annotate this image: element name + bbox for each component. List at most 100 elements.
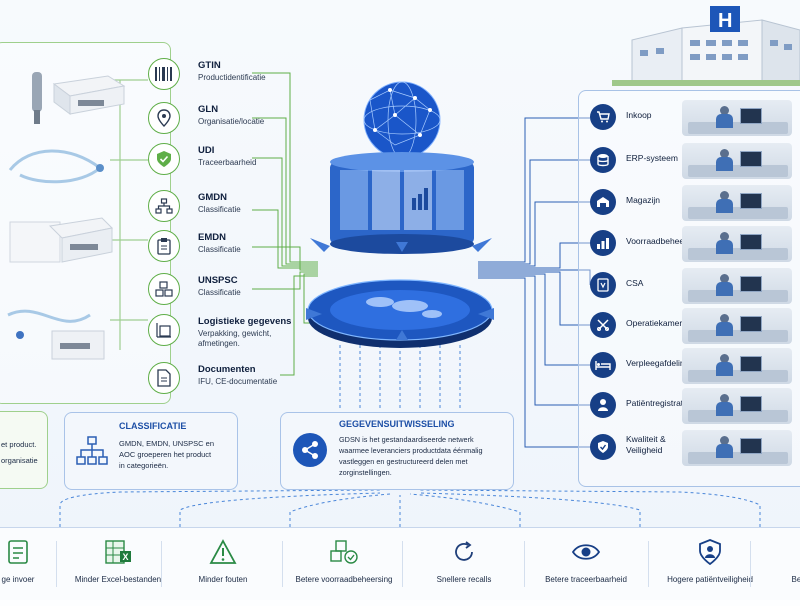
department-monitor	[740, 438, 762, 454]
classificatie-text-3: in categorieën.	[119, 461, 169, 470]
bar-chart-icon	[590, 230, 616, 256]
staff-figure-body	[716, 362, 733, 376]
standard-title: GLN	[198, 104, 219, 115]
benefit-label: Betrouwbar	[791, 575, 800, 584]
product-iv-set	[0, 295, 115, 365]
department-voorraadbeheer: Voorraadbeheer	[590, 226, 800, 264]
excel-icon: X	[103, 537, 133, 567]
benefit-label: Betere voorraadbeheersing	[295, 575, 393, 584]
department-label: Operatiekamer	[626, 318, 683, 328]
benefit-separator	[282, 541, 283, 587]
standard-title: EMDN	[198, 232, 226, 243]
staff-figure-head	[720, 149, 729, 158]
department-inkoop: Inkoop	[590, 100, 800, 138]
department-desk	[688, 248, 788, 260]
department-desk	[688, 330, 788, 342]
standard-subtitle: Classificatie	[198, 245, 241, 254]
benefit-separator	[750, 541, 751, 587]
department-desk	[688, 207, 788, 219]
product-tube	[0, 140, 110, 190]
department-label-2: Veiligheid	[626, 445, 663, 455]
staff-figure-body	[716, 157, 733, 171]
benefit-label: Hogere patiëntveiligheid	[667, 575, 753, 584]
department-label: ERP-systeem	[626, 153, 678, 163]
department-pati-ntregistratie: Patiëntregistratie	[590, 388, 800, 426]
benefit-separator	[402, 541, 403, 587]
department-monitor	[740, 396, 762, 412]
benefit-item: Betere traceerbaarheid	[526, 527, 646, 605]
department-label: CSA	[626, 278, 644, 288]
staff-figure-head	[720, 191, 729, 200]
standard-emdn: EMDN Classificatie	[148, 230, 298, 264]
department-monitor	[740, 276, 762, 292]
database-icon	[590, 147, 616, 173]
benefit-label: Minder fouten	[198, 575, 248, 584]
department-label: Inkoop	[626, 110, 652, 120]
share-icon	[293, 433, 327, 467]
department-erp-systeem: ERP-systeem	[590, 143, 800, 181]
warehouse-icon	[590, 189, 616, 215]
department-label: Patiëntregistratie	[626, 398, 690, 408]
product-box	[48, 72, 128, 116]
gegevensuitwisseling-text-3: vastleggen en gestructureerd delen met	[339, 457, 468, 466]
department-magazijn: Magazijn	[590, 185, 800, 223]
staff-figure-head	[720, 354, 729, 363]
department-operatiekamer: Operatiekamer	[590, 308, 800, 346]
classificatie-title: CLASSIFICATIE	[119, 421, 187, 431]
boxes-check-icon	[329, 537, 359, 567]
benefit-label: Snellere recalls	[436, 575, 492, 584]
barcode-icon	[148, 58, 180, 90]
product-probe	[18, 66, 58, 126]
benefit-item: Betere voorraadbeheersing	[284, 527, 404, 605]
standard-title: UNSPSC	[198, 275, 238, 286]
benefit-item: Snellere recalls	[404, 527, 524, 605]
staff-figure-body	[716, 114, 733, 128]
benefit-separator	[648, 541, 649, 587]
department-csa: CSA	[590, 268, 800, 306]
classificatie-text-2: AOC groeperen het product	[119, 450, 212, 459]
standard-subtitle: Productidentificatie	[198, 73, 266, 82]
svg-text:X: X	[123, 552, 129, 562]
left-info-line-1: et product.	[1, 440, 37, 449]
standard-subtitle-2: afmetingen.	[198, 339, 240, 348]
department-label: Magazijn	[626, 195, 661, 205]
department-verpleegafdeling: Verpleegafdeling	[590, 348, 800, 386]
hierarchy-icon	[75, 435, 109, 472]
staff-figure-head	[720, 314, 729, 323]
staff-figure-body	[716, 240, 733, 254]
classificatie-box: CLASSIFICATIE GMDN, EMDN, UNSPSC en AOC …	[64, 412, 238, 490]
staff-figure-head	[720, 232, 729, 241]
department-monitor	[740, 108, 762, 124]
eye-icon	[571, 537, 601, 567]
department-label: Verpleegafdeling	[626, 358, 690, 368]
benefit-label: Minder Excel-bestanden	[74, 575, 162, 584]
benefit-separator	[56, 541, 57, 587]
checklist-icon	[3, 537, 33, 567]
staff-figure-body	[716, 402, 733, 416]
staff-figure-body	[716, 444, 733, 458]
department-label: Voorraadbeheer	[626, 236, 687, 246]
cubes-icon	[148, 273, 180, 305]
gegevensuitwisseling-text-4: zorginstellingen.	[339, 468, 392, 477]
benefit-label: ge invoer	[1, 575, 35, 584]
standard-title: GMDN	[198, 192, 228, 203]
benefit-label: Betere traceerbaarheid	[545, 575, 627, 584]
standard-title: UDI	[198, 145, 215, 156]
benefits-bar	[0, 527, 800, 606]
department-monitor	[740, 234, 762, 250]
standard-subtitle: Classificatie	[198, 288, 241, 297]
gegevensuitwisseling-text-2: waarmee leveranciers productdata éénmali…	[339, 446, 483, 455]
department-desk	[688, 290, 788, 302]
benefit-item: Betrouwbar	[752, 527, 800, 605]
department-monitor	[740, 151, 762, 167]
department-kwaliteit: Kwaliteit &Veiligheid	[590, 430, 800, 468]
staff-figure-head	[720, 106, 729, 115]
ruler-box-icon	[148, 314, 180, 346]
location-pin-icon	[148, 102, 180, 134]
standard-subtitle: Verpakking, gewicht,	[198, 329, 272, 338]
document-icon	[148, 362, 180, 394]
